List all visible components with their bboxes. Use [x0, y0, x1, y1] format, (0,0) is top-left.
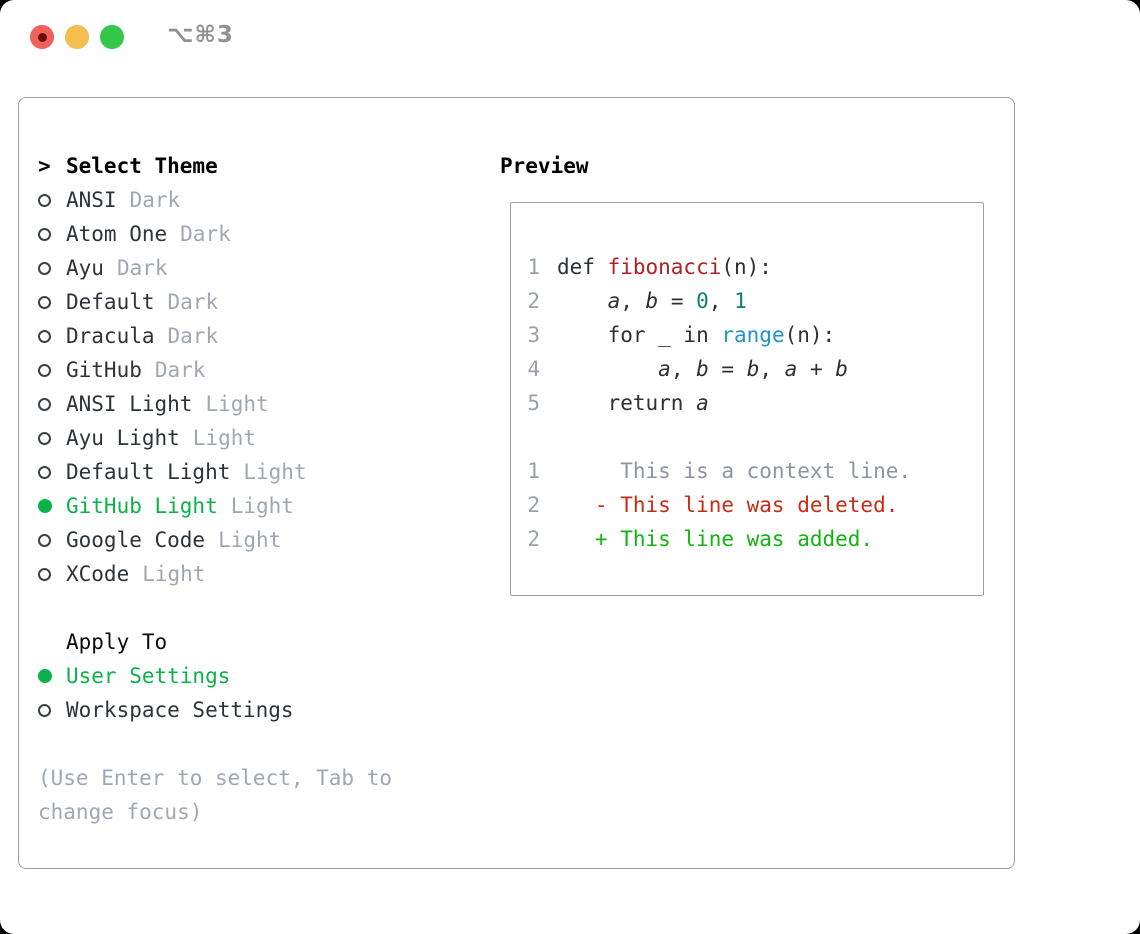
- radio-unselected-icon: [38, 329, 51, 343]
- diff-line-added: 2 + This line was added.: [527, 522, 983, 556]
- radio-unselected-icon: [38, 431, 51, 445]
- radio-unselected-icon: [38, 363, 51, 377]
- select-theme-header: > Select Theme: [38, 149, 392, 183]
- radio-unselected-icon: [38, 261, 51, 275]
- line-number: 3: [527, 323, 540, 347]
- apply-option-user-settings[interactable]: User Settings: [38, 659, 392, 693]
- keyboard-hint-line2: change focus): [38, 800, 203, 824]
- theme-option-github-dark[interactable]: GitHub Dark: [38, 353, 392, 387]
- line-number: 1: [527, 459, 540, 483]
- line-number: 2: [527, 493, 540, 517]
- theme-option-dracula-dark[interactable]: Dracula Dark: [38, 319, 392, 353]
- close-button[interactable]: [30, 25, 54, 49]
- diff-line-context: 1 This is a context line.: [527, 454, 983, 488]
- line-number: 2: [527, 527, 540, 551]
- radio-unselected-icon: [38, 533, 51, 547]
- code-line: 3 for _ in range(n):: [527, 318, 983, 352]
- theme-option-default-dark[interactable]: Default Dark: [38, 285, 392, 319]
- line-number: 4: [527, 357, 540, 381]
- theme-option-atom-one-dark[interactable]: Atom One Dark: [38, 217, 392, 251]
- window-title: ⌥⌘3: [167, 22, 234, 48]
- theme-option-default-light[interactable]: Default Light Light: [38, 455, 392, 489]
- radio-unselected-icon: [38, 397, 51, 411]
- code-line: 5 return a: [527, 386, 983, 420]
- radio-unselected-icon: [38, 227, 51, 241]
- theme-option-google-code-light[interactable]: Google Code Light: [38, 523, 392, 557]
- apply-to-header: Apply To: [38, 625, 392, 659]
- radio-unselected-icon: [38, 703, 51, 717]
- line-number: 5: [527, 391, 540, 415]
- select-theme-title: Select Theme: [66, 154, 218, 178]
- titlebar: ⌥⌘3: [0, 0, 1140, 75]
- code-line: 2 a, b = 0, 1: [527, 284, 983, 318]
- radio-unselected-icon: [38, 193, 51, 207]
- theme-option-github-light[interactable]: GitHub Light Light: [38, 489, 392, 523]
- preview-title: Preview: [500, 154, 589, 178]
- theme-option-xcode-light[interactable]: XCode Light: [38, 557, 392, 591]
- code-line: 1 def fibonacci(n):: [527, 250, 983, 284]
- diff-line-deleted: 2 - This line was deleted.: [527, 488, 983, 522]
- apply-option-workspace-settings[interactable]: Workspace Settings: [38, 693, 392, 727]
- radio-unselected-icon: [38, 295, 51, 309]
- line-number: 1: [527, 255, 540, 279]
- theme-option-ansi-light[interactable]: ANSI Light Light: [38, 387, 392, 421]
- close-dot-icon: [37, 32, 47, 42]
- traffic-lights: [30, 25, 124, 49]
- theme-picker-panel: > Select Theme ANSI Dark Atom One Dark A…: [18, 97, 1015, 869]
- theme-list: > Select Theme ANSI Dark Atom One Dark A…: [38, 149, 392, 829]
- radio-selected-icon: [38, 499, 52, 513]
- cursor-caret-icon: >: [38, 154, 51, 178]
- radio-unselected-icon: [38, 567, 51, 581]
- keyboard-hint-line1: (Use Enter to select, Tab to: [38, 766, 393, 790]
- code-line: 4 a, b = b, a + b: [527, 352, 983, 386]
- theme-option-ayu-dark[interactable]: Ayu Dark: [38, 251, 392, 285]
- apply-to-title: Apply To: [66, 630, 168, 654]
- minimize-button[interactable]: [65, 25, 89, 49]
- theme-option-ansi-dark[interactable]: ANSI Dark: [38, 183, 392, 217]
- theme-option-ayu-light[interactable]: Ayu Light Light: [38, 421, 392, 455]
- preview-pane: 1 def fibonacci(n): 2 a, b = 0, 1 3 for …: [510, 202, 984, 596]
- zoom-button[interactable]: [100, 25, 124, 49]
- radio-selected-icon: [38, 669, 52, 683]
- radio-unselected-icon: [38, 465, 51, 479]
- line-number: 2: [527, 289, 540, 313]
